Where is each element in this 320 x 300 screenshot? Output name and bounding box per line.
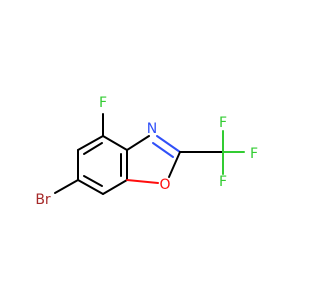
fluorine-atom-top: F: [99, 95, 107, 111]
bond-c3a-c4: [102, 135, 128, 151]
inner-bond-a: [83, 142, 103, 155]
nitrogen-atom: N: [147, 121, 157, 137]
bond-c6-br: [54, 179, 79, 194]
bond-c3a-n: [126, 135, 150, 151]
molecule-diagram: F N O Br F F F: [35, 95, 259, 208]
bromine-atom: Br: [35, 192, 51, 208]
fluorine-atom-cf3-bottom: F: [219, 174, 227, 190]
bond-c6-c7: [77, 179, 104, 195]
structure-svg: F N O Br F F F: [35, 95, 258, 208]
bond-c7-c7a: [102, 179, 128, 195]
fluorine-atom-cf3-top: F: [219, 115, 227, 131]
bond-o-c7a: [126, 179, 159, 184]
bond-c4-c5: [77, 135, 104, 151]
bond-n-c2-double: [152, 142, 174, 158]
bond-c2-o: [168, 151, 181, 178]
inner-bond-b: [83, 175, 103, 187]
oxygen-atom: O: [159, 177, 170, 193]
bond-n-c2: [156, 135, 181, 153]
fluorine-atom-cf3-right: F: [250, 146, 258, 162]
